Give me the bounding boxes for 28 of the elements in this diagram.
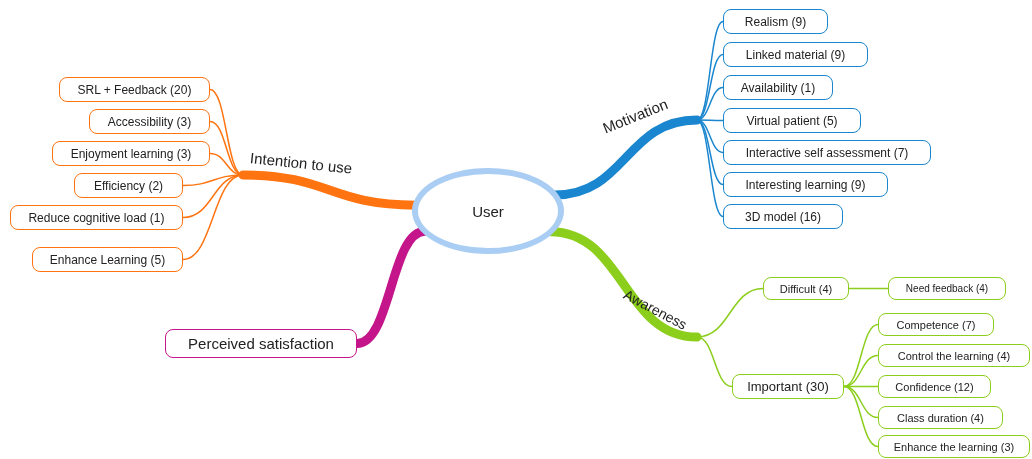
topic-box: Realism (9) bbox=[723, 9, 828, 34]
branch-line bbox=[843, 323, 879, 388]
topic-box: Interesting learning (9) bbox=[723, 172, 888, 197]
topic-box: Enhance the learning (3) bbox=[878, 435, 1030, 458]
topic-box: Virtual patient (5) bbox=[723, 108, 861, 133]
topic-box: Accessibility (3) bbox=[89, 109, 210, 134]
topic-box: Interactive self assessment (7) bbox=[723, 140, 931, 165]
branch-line bbox=[843, 385, 879, 448]
branch-line bbox=[848, 287, 889, 290]
topic-box: Class duration (4) bbox=[878, 406, 1003, 429]
topic-box: Availability (1) bbox=[723, 75, 833, 100]
branch-label: Intention to use bbox=[248, 149, 354, 180]
topic-box: Important (30) bbox=[732, 374, 844, 399]
topic-box: Need feedback (4) bbox=[888, 277, 1006, 300]
central-topic-ellipse: User bbox=[412, 168, 564, 254]
topic-box: Reduce cognitive load (1) bbox=[10, 205, 183, 230]
topic-box: SRL + Feedback (20) bbox=[59, 77, 210, 102]
topic-box: Efficiency (2) bbox=[74, 173, 183, 198]
topic-box: Control the learning (4) bbox=[878, 344, 1030, 367]
topic-box: Linked material (9) bbox=[723, 42, 868, 67]
topic-box: 3D model (16) bbox=[723, 204, 843, 229]
topic-box: Perceived satisfaction bbox=[165, 329, 357, 358]
topic-box: Difficult (4) bbox=[763, 277, 849, 300]
topic-box: Confidence (12) bbox=[878, 375, 991, 398]
branch-line bbox=[843, 354, 879, 388]
topic-box: Enjoyment learning (3) bbox=[52, 141, 210, 166]
topic-box: Competence (7) bbox=[878, 313, 994, 336]
topic-box: Enhance Learning (5) bbox=[32, 247, 183, 272]
